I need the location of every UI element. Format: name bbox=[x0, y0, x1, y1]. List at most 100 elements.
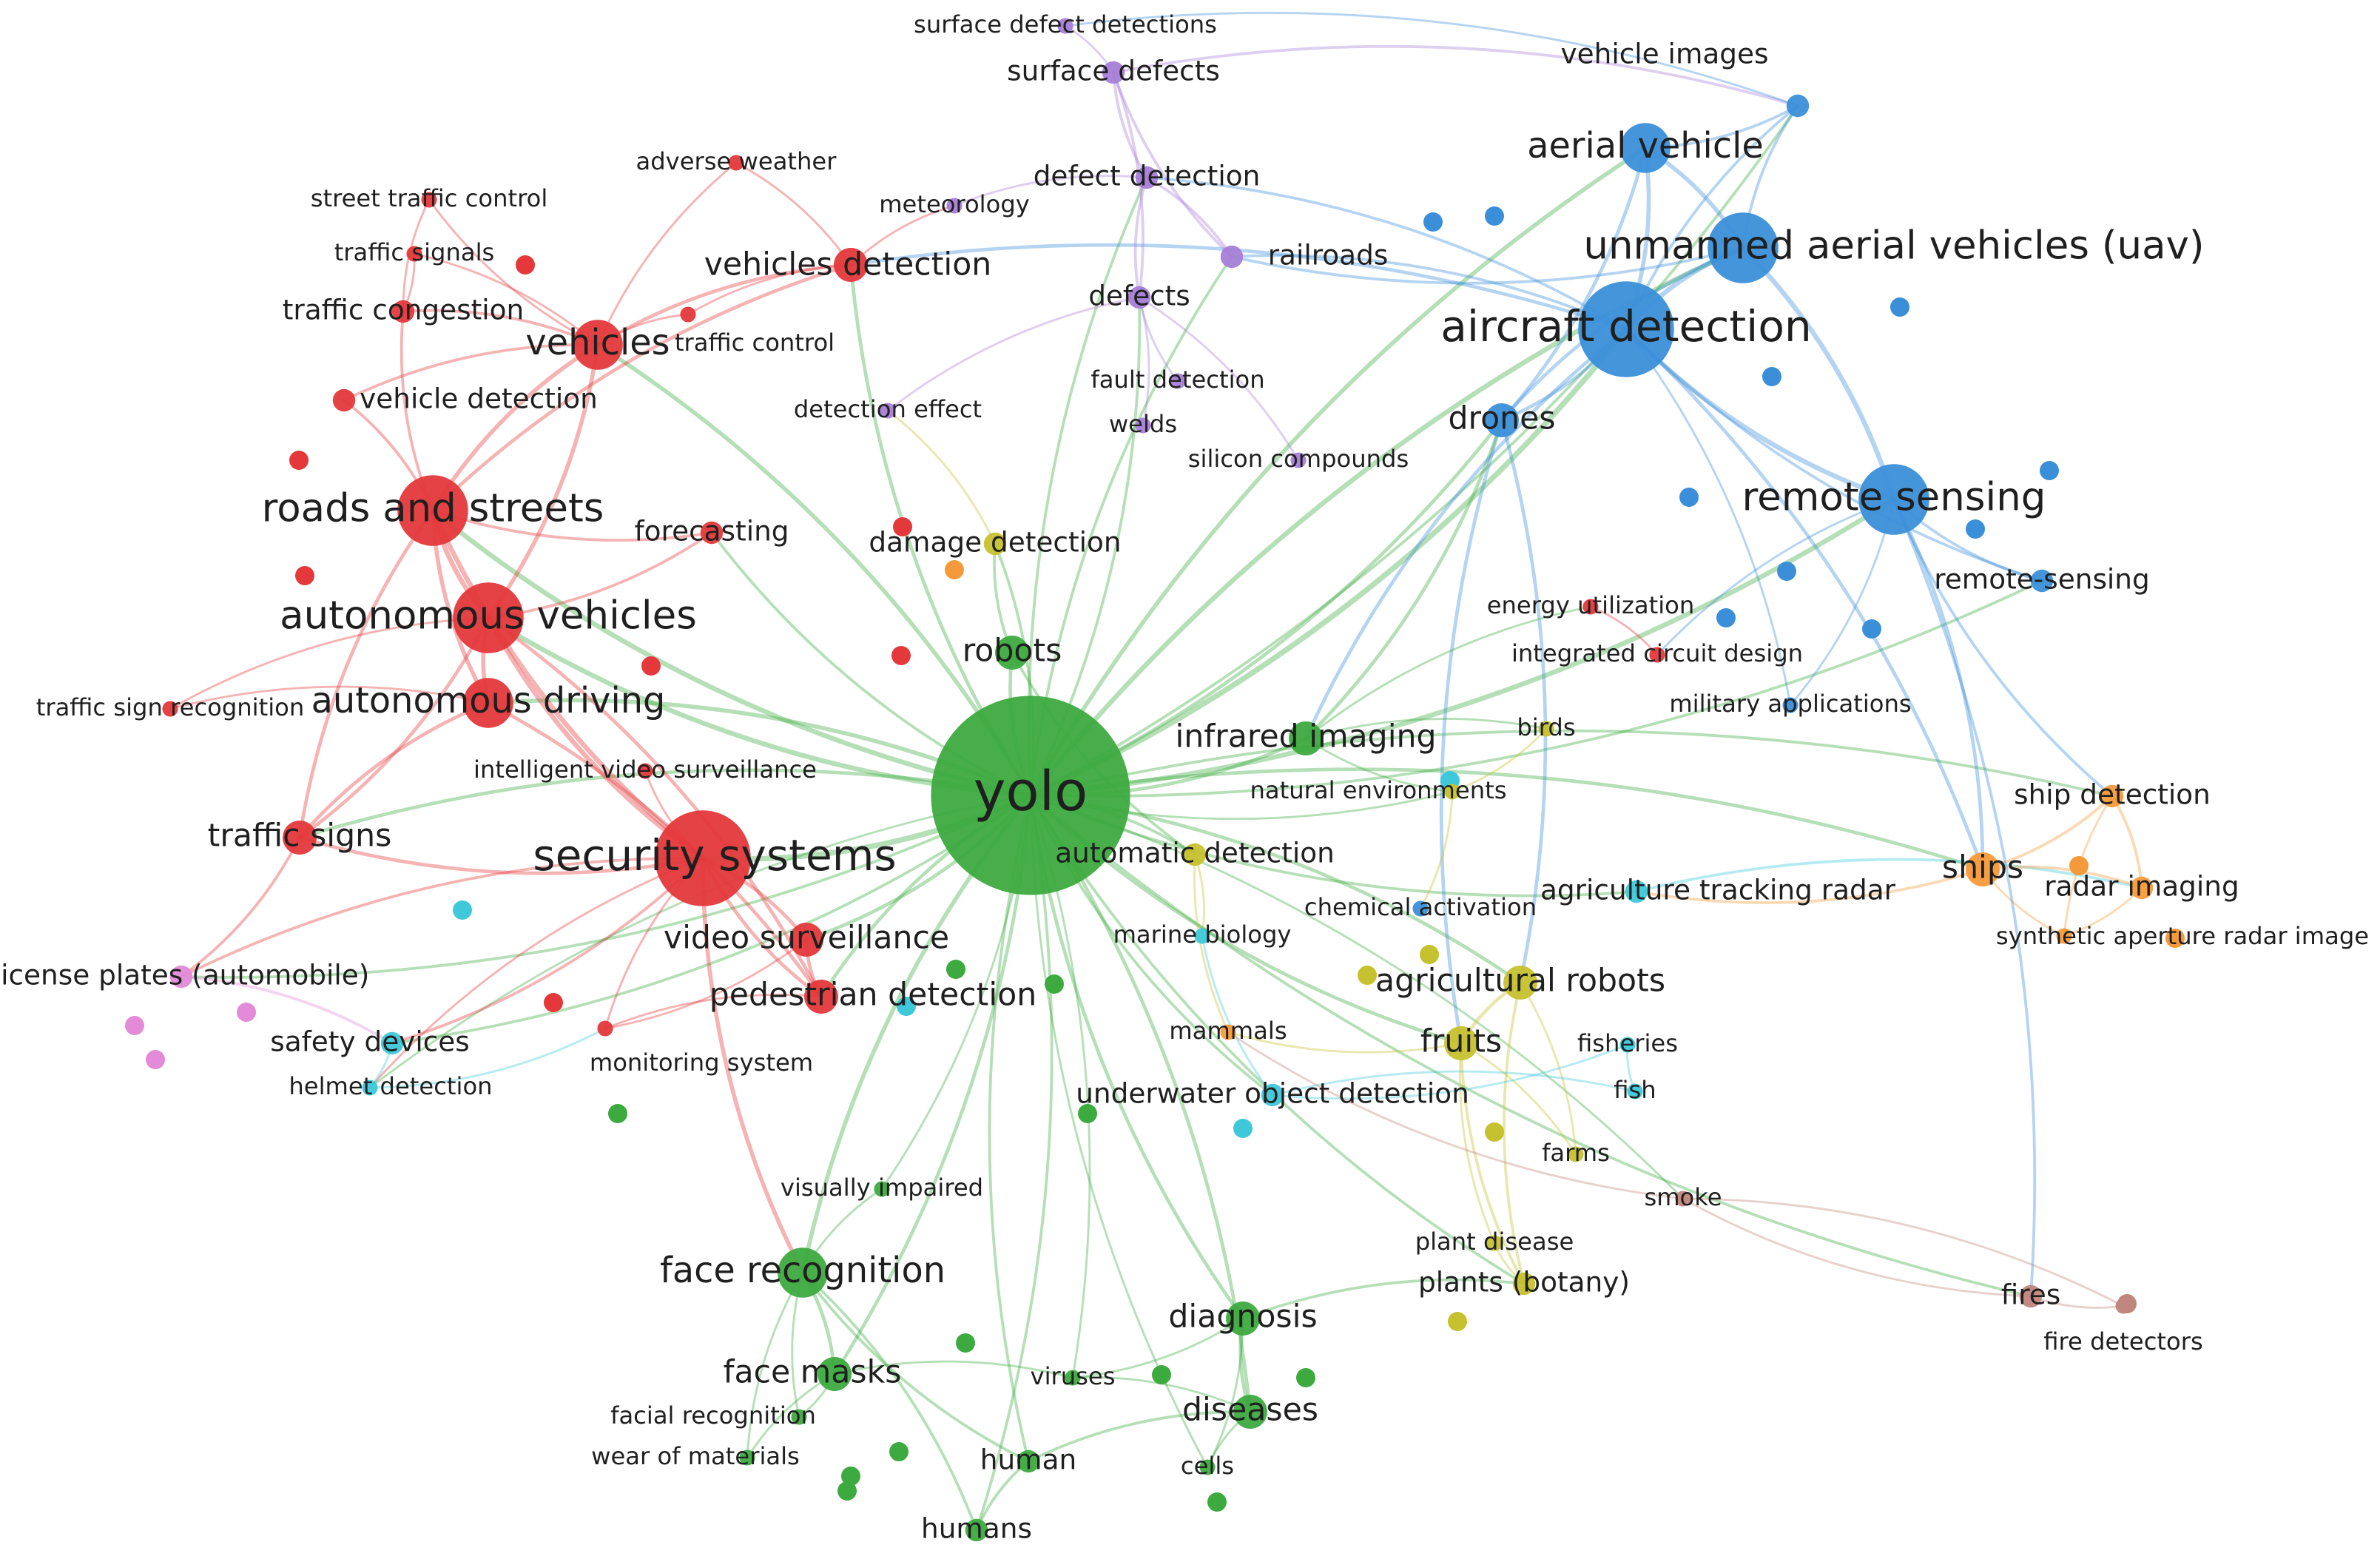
node-farms[interactable] bbox=[1568, 1146, 1584, 1162]
node-surface-defect-detections[interactable] bbox=[1057, 18, 1073, 34]
node-surface-defects[interactable] bbox=[1102, 61, 1125, 84]
label-yolo: yolo bbox=[974, 760, 1088, 824]
node-unlabeled-32 bbox=[453, 900, 472, 920]
label-infrared-imaging: infrared imaging bbox=[1175, 718, 1436, 755]
node-remote-sensing[interactable] bbox=[1858, 464, 1929, 535]
node-humans[interactable] bbox=[965, 1518, 988, 1542]
node-mammals[interactable] bbox=[1220, 1024, 1236, 1040]
edge-fruits-farms bbox=[1460, 1042, 1577, 1156]
node-fish[interactable] bbox=[1627, 1083, 1643, 1100]
node-visually-impaired[interactable] bbox=[874, 1181, 890, 1197]
node-infrared-imaging[interactable] bbox=[1289, 721, 1323, 755]
node-license-plates-automobile[interactable] bbox=[169, 965, 193, 989]
node-unlabeled-40 bbox=[146, 1050, 165, 1069]
node-cells[interactable] bbox=[1199, 1459, 1216, 1475]
node-ship-detection[interactable] bbox=[2100, 784, 2124, 808]
node-wear-of-materials[interactable] bbox=[739, 1449, 755, 1466]
node-aircraft-detection[interactable] bbox=[1578, 281, 1674, 377]
node-autonomous-driving[interactable] bbox=[463, 678, 513, 728]
node-military-applications[interactable] bbox=[1782, 697, 1799, 713]
edge-natural-environments-birds bbox=[1451, 727, 1548, 793]
node-marine-biology[interactable] bbox=[1194, 928, 1210, 944]
node-robots[interactable] bbox=[995, 636, 1029, 670]
edge-agriculture-tracking-radar-radar-imaging bbox=[1635, 858, 2143, 893]
label-adverse-weather: adverse weather bbox=[636, 147, 837, 175]
node-railroads[interactable] bbox=[1220, 245, 1244, 269]
node-diseases[interactable] bbox=[1233, 1395, 1267, 1429]
node-remote-sensing-hyphen[interactable] bbox=[2030, 569, 2054, 593]
node-energy-utilization[interactable] bbox=[1582, 599, 1599, 615]
node-chemical-activation[interactable] bbox=[1412, 900, 1429, 917]
node-street-traffic-control[interactable] bbox=[421, 192, 437, 208]
node-fisheries[interactable] bbox=[1619, 1037, 1636, 1053]
node-defect-detection[interactable] bbox=[1135, 166, 1159, 189]
edge-damage-detection-detection-effect bbox=[886, 409, 997, 545]
label-fault-detection: fault detection bbox=[1090, 366, 1264, 394]
node-natural-environments[interactable] bbox=[1444, 784, 1460, 800]
node-ships[interactable] bbox=[1966, 852, 2000, 886]
node-forecasting[interactable] bbox=[700, 521, 724, 545]
node-traffic-control[interactable] bbox=[680, 306, 696, 323]
node-fault-detection[interactable] bbox=[1170, 373, 1186, 389]
node-plants-botany[interactable] bbox=[1512, 1272, 1536, 1296]
node-fire-detectors[interactable] bbox=[2115, 1298, 2131, 1314]
label-meteorology: meteorology bbox=[879, 190, 1030, 218]
node-agriculture-tracking-radar[interactable] bbox=[1625, 880, 1648, 903]
node-fruits[interactable] bbox=[1444, 1026, 1478, 1060]
node-underwater-object-detection[interactable] bbox=[1261, 1083, 1284, 1107]
edge-remote-sensing-ship-detection bbox=[1892, 498, 2114, 798]
node-silicon-compounds[interactable] bbox=[1290, 452, 1307, 468]
node-traffic-signals[interactable] bbox=[406, 246, 422, 262]
node-smoke[interactable] bbox=[1675, 1191, 1691, 1207]
node-helmet-detection[interactable] bbox=[362, 1080, 378, 1096]
node-welds[interactable] bbox=[1135, 417, 1151, 434]
node-safety-devices[interactable] bbox=[380, 1031, 404, 1055]
node-fires[interactable] bbox=[2019, 1284, 2043, 1308]
node-synthetic-aperture-radar-image[interactable] bbox=[2056, 928, 2072, 944]
node-facial-recognition[interactable] bbox=[791, 1409, 807, 1425]
node-drones[interactable] bbox=[1485, 403, 1519, 437]
edge-helmet-detection-monitoring-system bbox=[368, 1027, 607, 1089]
node-security-systems[interactable] bbox=[655, 810, 751, 906]
node-pedestrian-detection[interactable] bbox=[804, 980, 838, 1014]
node-unlabeled-30 bbox=[1485, 1122, 1504, 1142]
node-unlabeled-20 bbox=[1762, 367, 1781, 386]
node-meteorology[interactable] bbox=[946, 198, 963, 214]
node-radar-imaging[interactable] bbox=[2130, 876, 2154, 900]
node-diagnosis[interactable] bbox=[1226, 1302, 1260, 1336]
node-automatic-detection[interactable] bbox=[1183, 843, 1207, 866]
node-damage-detection[interactable] bbox=[983, 532, 1007, 556]
node-human[interactable] bbox=[1017, 1449, 1040, 1473]
label-mammals: mammals bbox=[1169, 1017, 1287, 1045]
edge-ships-radar-imaging bbox=[1981, 865, 2143, 889]
node-vehicle-detection[interactable] bbox=[332, 388, 356, 412]
node-detection-effect[interactable] bbox=[880, 403, 896, 419]
label-cells: cells bbox=[1181, 1452, 1234, 1480]
node-agricultural-robots[interactable] bbox=[1503, 966, 1537, 1000]
node-intelligent-video-surveillance[interactable] bbox=[637, 763, 653, 779]
node-face-recognition[interactable] bbox=[778, 1247, 828, 1298]
node-integrated-circuit-design[interactable] bbox=[1649, 647, 1665, 663]
node-adverse-weather[interactable] bbox=[728, 155, 744, 171]
node-traffic-signs[interactable] bbox=[283, 821, 317, 855]
node-roads-and-streets[interactable] bbox=[397, 475, 468, 546]
node-vehicle-images[interactable] bbox=[1786, 94, 1810, 118]
node-plant-disease[interactable] bbox=[1486, 1235, 1503, 1251]
edge-diagnosis-cells bbox=[1206, 1317, 1244, 1469]
node-video-surveillance[interactable] bbox=[789, 923, 823, 957]
node-vehicles-detection[interactable] bbox=[834, 248, 868, 282]
node-yolo[interactable] bbox=[931, 696, 1130, 895]
node-viruses[interactable] bbox=[1065, 1370, 1081, 1386]
edge-defects-detection-effect bbox=[886, 296, 1141, 412]
node-face-masks[interactable] bbox=[818, 1357, 852, 1391]
node-birds[interactable] bbox=[1538, 721, 1554, 737]
node-aerial-vehicle[interactable] bbox=[1620, 123, 1671, 173]
node-defects[interactable] bbox=[1127, 286, 1151, 309]
node-vehicles[interactable] bbox=[573, 320, 623, 370]
node-unmanned-aerial-vehicles-uav[interactable] bbox=[1708, 212, 1779, 283]
node-traffic-congestion[interactable] bbox=[391, 300, 415, 323]
node-traffic-sign-recognition[interactable] bbox=[162, 701, 178, 717]
label-visually-impaired: visually impaired bbox=[781, 1174, 983, 1202]
node-autonomous-vehicles[interactable] bbox=[453, 582, 524, 653]
node-monitoring-system[interactable] bbox=[597, 1020, 613, 1037]
